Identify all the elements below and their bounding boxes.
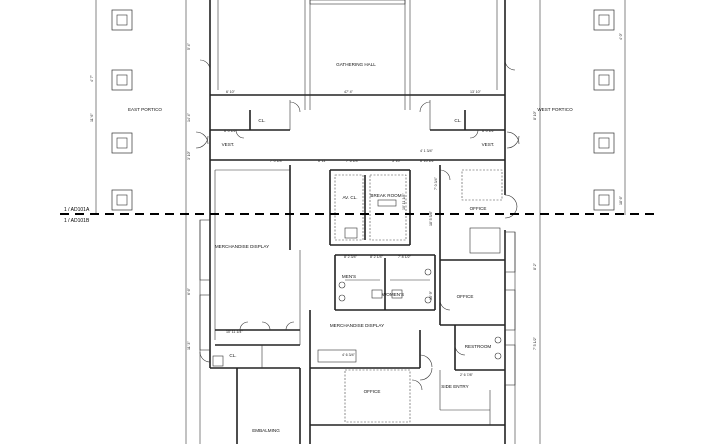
- room-label-east-portico: EAST PORTICO: [128, 107, 162, 112]
- portico-dimension-lines: [95, 0, 626, 444]
- match-line-tag-a: 1 / AD101A: [64, 207, 90, 213]
- office-mid-walls: [439, 260, 505, 326]
- room-label-restroom: RESTROOM: [465, 344, 492, 349]
- room-label-av-cl: AV. CL.: [342, 195, 357, 200]
- office-top-walls: [439, 165, 518, 261]
- dimension: 13' 10": [470, 90, 482, 94]
- east-portico-columns: [111, 9, 133, 211]
- dimension: 6' 11": [318, 159, 327, 163]
- merchandise-display-left-walls: [212, 165, 301, 368]
- dimension: 14' 4": [187, 112, 191, 122]
- dimension: 10' 11 1/4": [226, 330, 243, 334]
- dimension: 7' 0 1/4": [270, 159, 284, 163]
- dimension: 11' 3": [187, 341, 191, 350]
- dimension: 5' 10": [392, 159, 402, 163]
- room-label-merch-display-center: MERCHANDISE DISPLAY: [330, 323, 384, 328]
- room-label-cl-right: CL.: [454, 118, 461, 123]
- dimension: 6' 10 1/2": [420, 159, 436, 163]
- dimension: 10' 9": [429, 290, 433, 300]
- room-label-side-entry: SIDE ENTRY: [441, 384, 468, 389]
- room-label-womens: WOMEN'S: [382, 292, 404, 297]
- room-label-merch-display-left: MERCHANDISE DISPLAY: [215, 244, 269, 249]
- dimension: 11' 6": [90, 113, 94, 122]
- room-label-office-bottom: OFFICE: [364, 389, 381, 394]
- dimension: 18' 5 5/8": [429, 210, 433, 226]
- dimension: 7' 8 1/2": [398, 255, 412, 259]
- room-label-office-top: OFFICE: [470, 206, 487, 211]
- room-label-cl-left: CL.: [258, 118, 265, 123]
- dimension: 6' 10": [226, 90, 236, 94]
- dimension: 4' 1 3/4": [420, 149, 434, 153]
- west-side-openings: [199, 220, 211, 444]
- room-label-office-mid: OFFICE: [457, 294, 474, 299]
- dimension: 8' 10": [533, 110, 537, 120]
- room-label-mens: MEN'S: [342, 274, 356, 279]
- room-label-vest-right: VEST.: [482, 142, 495, 147]
- gathering-hall-walls: [209, 0, 506, 110]
- dimension: 3' 10": [187, 150, 191, 160]
- room-label-cl-bottom: CL.: [229, 353, 236, 358]
- vestibule-walls: [195, 59, 520, 165]
- dimension: 47' 4": [344, 90, 354, 94]
- dimension: 8' 2": [533, 262, 537, 270]
- restroom-right-walls: [454, 325, 505, 371]
- dimension: 4' 0": [619, 32, 623, 40]
- dimension: 4' 7": [90, 74, 94, 82]
- dimension: 7' 0 3/4": [434, 176, 438, 190]
- dimension: 6' 6": [187, 287, 191, 295]
- dimension: 7' 5 1/2": [533, 336, 537, 350]
- dimension: 8' 2 1/4": [370, 255, 384, 259]
- dimension: 4' 6 3/4": [342, 353, 356, 357]
- room-label-west-portico: WEST PORTICO: [537, 107, 573, 112]
- west-portico-columns: [593, 9, 615, 211]
- match-line-tag-b: 1 / AD101B: [64, 218, 90, 224]
- dimension: 6' 0 1/2": [482, 129, 496, 133]
- room-label-embalming: EMBALMING: [252, 428, 280, 433]
- dimension: 8' 2 3/4": [344, 255, 358, 259]
- restroom-core-walls: [334, 254, 436, 311]
- room-label-vest-left: VEST.: [222, 142, 235, 147]
- dimension: 10' 11 1/8": [402, 193, 406, 210]
- dimension: 2' 6 7/8": [460, 373, 474, 377]
- room-label-break-room: BREAK ROOM: [370, 193, 401, 198]
- center-south-walls: [309, 310, 491, 444]
- dimension: 5' 4": [187, 42, 191, 50]
- dimension: 6' 0 1/2": [224, 129, 238, 133]
- av-break-room-walls: [329, 169, 411, 246]
- main-building-walls: [199, 165, 506, 444]
- dimension: 18' 6": [619, 195, 623, 205]
- east-side-openings: [504, 231, 516, 444]
- dimension: 7' 6 1/4": [346, 159, 360, 163]
- room-label-gathering-hall: GATHERING HALL: [336, 62, 376, 67]
